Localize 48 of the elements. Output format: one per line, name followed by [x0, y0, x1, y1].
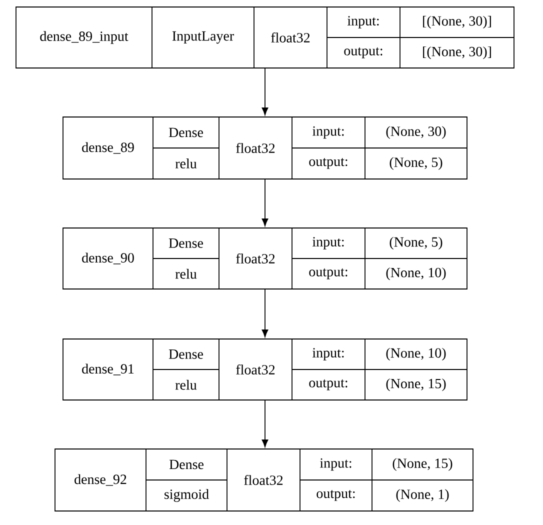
activation: relu	[175, 268, 197, 279]
shape-value: (None, 10)	[386, 267, 446, 280]
shape-value: (None, 15)	[392, 458, 452, 471]
arrow	[262, 289, 268, 338]
shape-value: (None, 30)	[386, 126, 446, 139]
dtype: float32	[271, 32, 310, 42]
shape-label: output:	[309, 158, 348, 169]
dtype: float32	[236, 143, 275, 153]
layer-name: dense_91	[82, 364, 134, 376]
layer-record-box	[62, 228, 468, 290]
shape-label: output:	[309, 268, 348, 280]
shape-value: (None, 10)	[386, 348, 446, 361]
shape-label: input:	[320, 458, 352, 471]
activation: sigmoid	[164, 489, 209, 502]
dtype: float32	[236, 364, 275, 374]
shape-label: input:	[312, 126, 344, 139]
arrow	[262, 179, 268, 226]
layer-type: Dense	[169, 460, 204, 470]
layer-record-box	[62, 116, 468, 180]
shape-value: (None, 15)	[386, 378, 446, 392]
layer-name: dense_89_input	[40, 31, 128, 44]
arrow	[262, 68, 268, 116]
shape-label: input:	[347, 16, 379, 28]
dtype: float32	[244, 475, 283, 485]
layer-name: dense_92	[74, 474, 126, 486]
shape-label: input:	[312, 348, 344, 360]
shape-value: (None, 5)	[390, 236, 442, 250]
layer-record-box	[62, 338, 468, 400]
arrow	[262, 400, 268, 448]
shape-label: input:	[312, 237, 344, 250]
layer-record-box	[54, 448, 474, 512]
layer-type: InputLayer	[172, 31, 234, 44]
shape-label: output:	[309, 379, 348, 390]
dtype: float32	[236, 254, 275, 264]
shape-value: (None, 5)	[390, 157, 442, 170]
layer-type: Dense	[168, 128, 203, 138]
activation: relu	[175, 158, 197, 168]
layer-record-box	[16, 6, 514, 68]
shape-value: [(None, 30)]	[423, 46, 491, 60]
shape-label: output:	[316, 490, 355, 501]
activation: relu	[175, 380, 197, 390]
layer-name: dense_89	[82, 142, 134, 154]
shape-value: (None, 1)	[396, 489, 449, 502]
layer-type: Dense	[168, 350, 203, 359]
layer-type: Dense	[168, 238, 203, 248]
shape-value: [(None, 30)]	[423, 16, 491, 29]
layer-name: dense_90	[82, 252, 134, 264]
shape-label: output:	[344, 47, 382, 58]
